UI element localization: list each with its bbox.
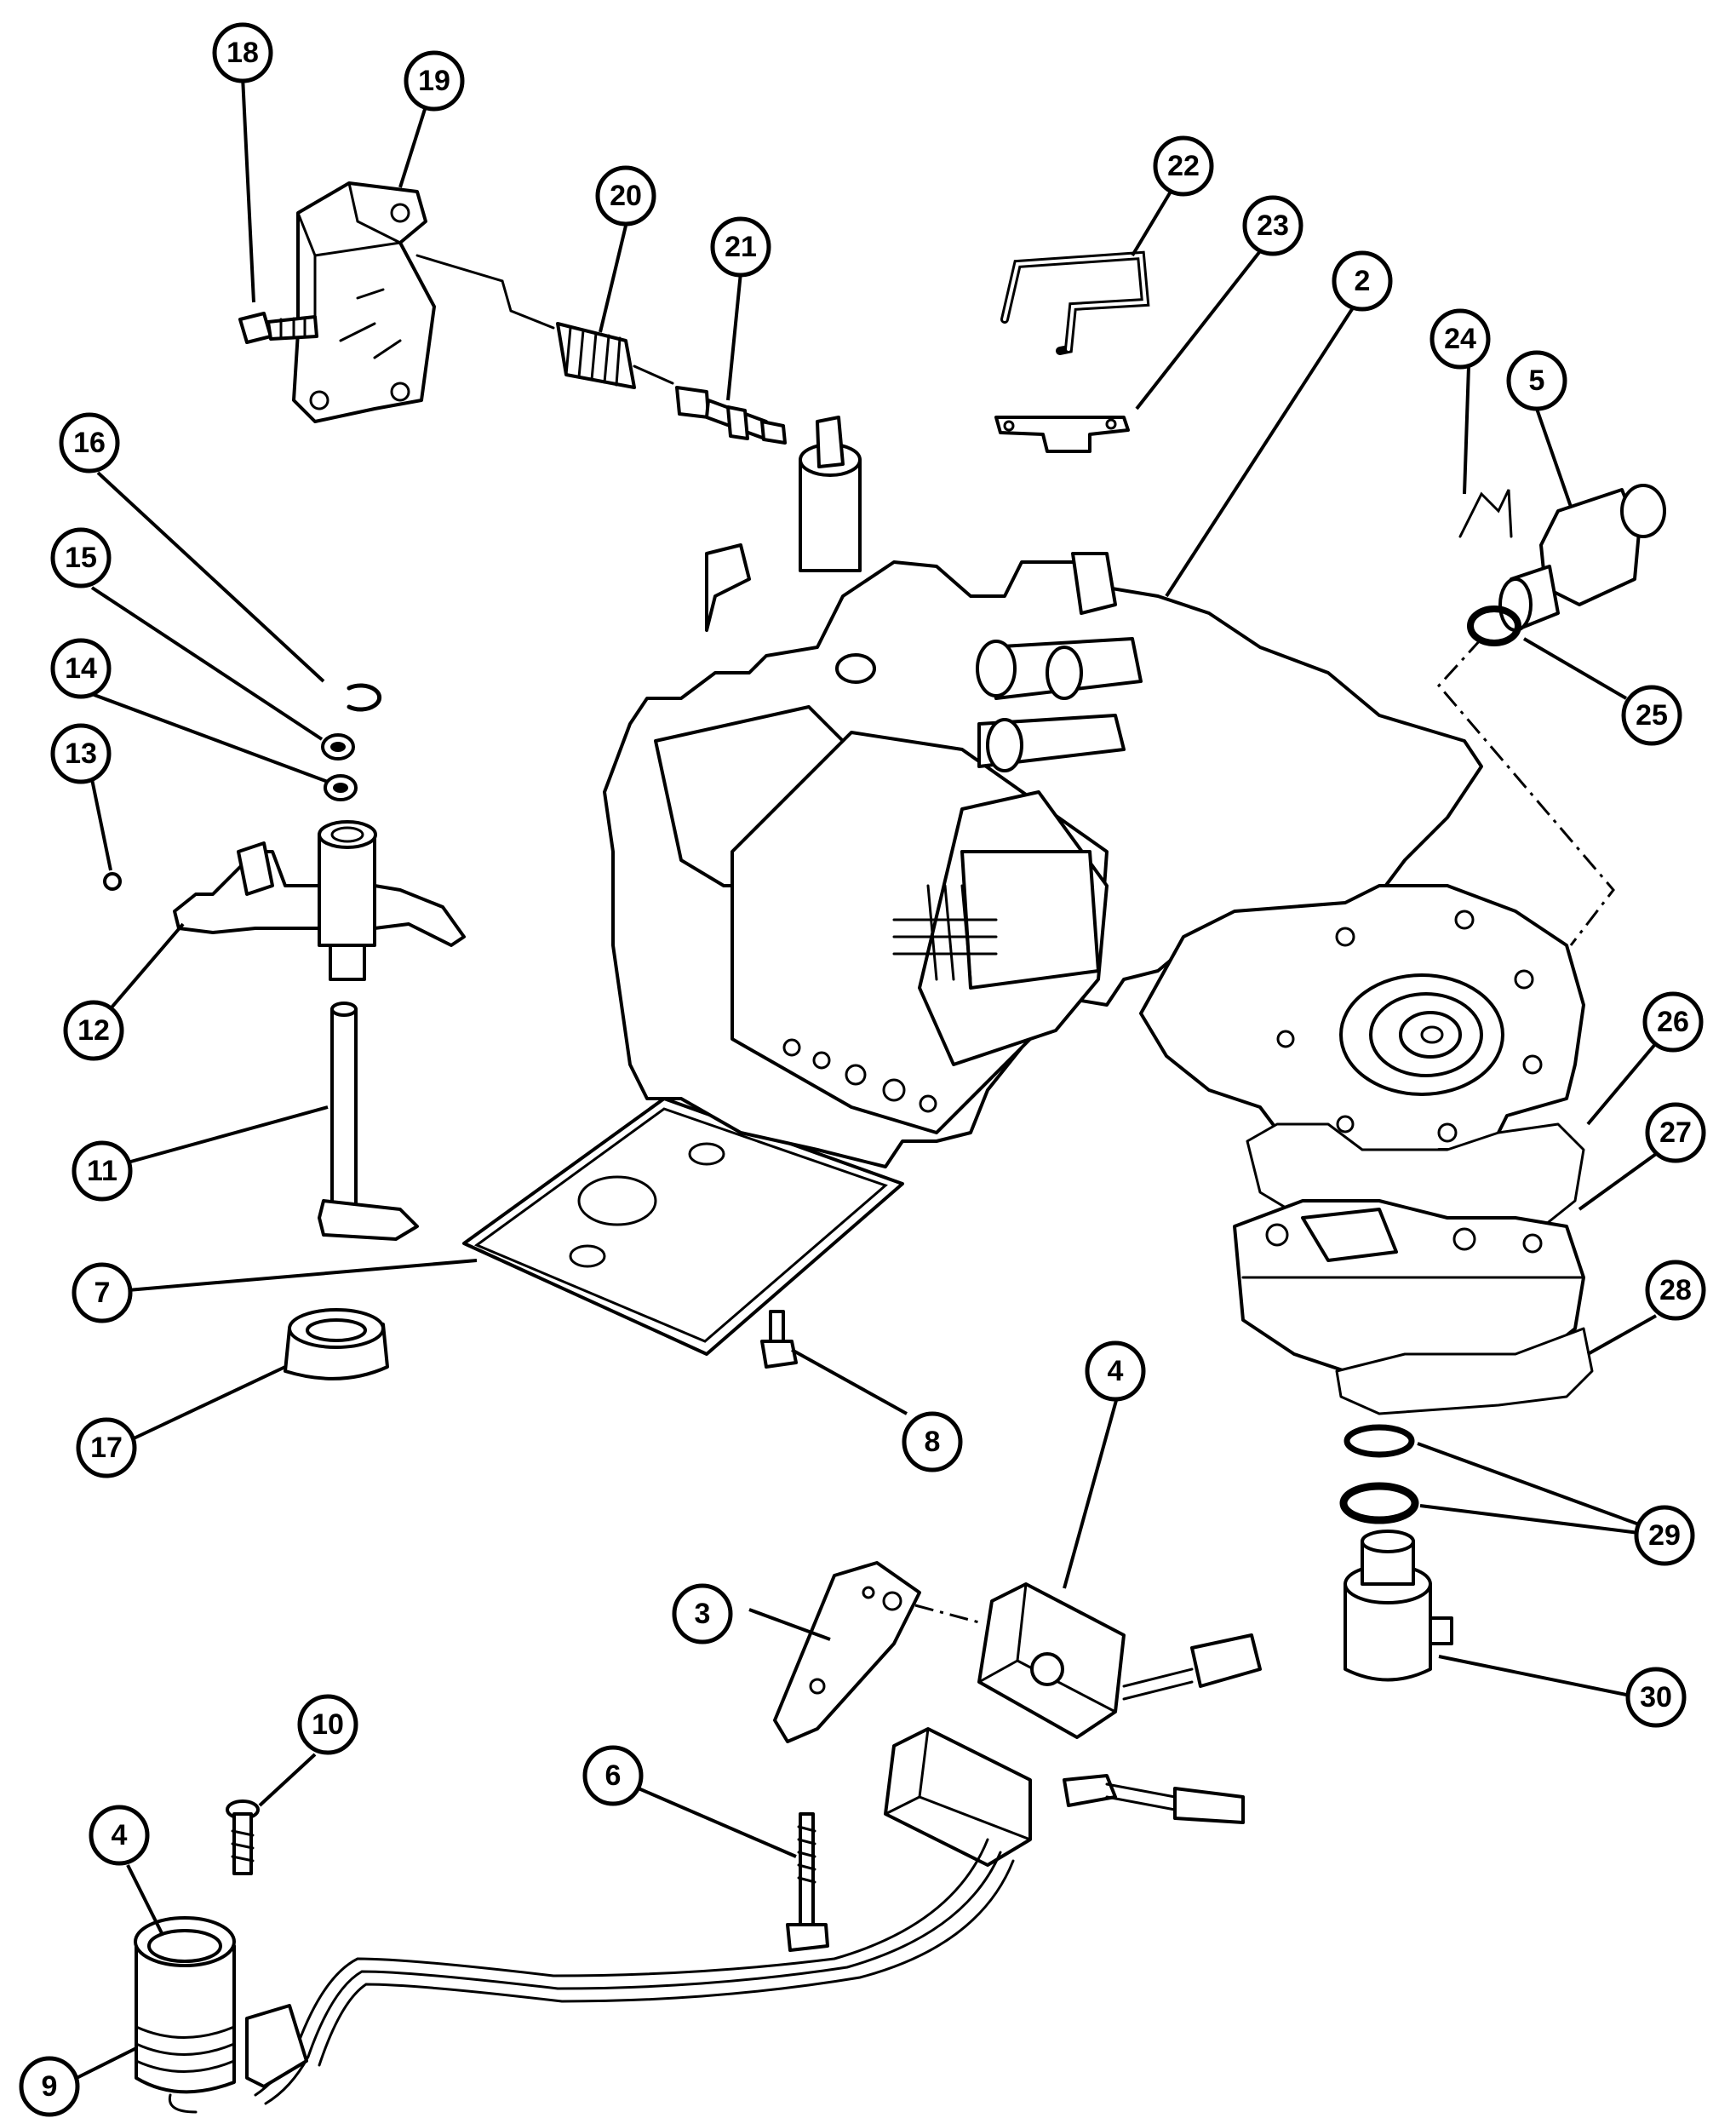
callout-9-label: 9 <box>42 2070 58 2103</box>
part-19-bracket <box>292 181 436 423</box>
callout-21-label: 21 <box>725 231 757 263</box>
part-20-spring <box>556 322 674 389</box>
callout-15-label: 15 <box>65 542 97 574</box>
callout-18: 18 <box>212 22 273 83</box>
part-12-manual-lever <box>173 820 466 981</box>
alignment-line-5 <box>1437 637 1615 946</box>
part-17-seal <box>284 1308 389 1380</box>
callout-25-label: 25 <box>1636 699 1668 732</box>
part-18-bolt <box>238 312 318 344</box>
callout-11: 11 <box>72 1140 133 1202</box>
callout-16: 16 <box>59 412 120 474</box>
callout-26-label: 26 <box>1657 1006 1689 1038</box>
callout-4-upper: 4 <box>1085 1340 1146 1402</box>
callout-2: 2 <box>1332 250 1393 312</box>
part-28-cover <box>1335 1327 1594 1415</box>
callout-30-label: 30 <box>1640 1681 1672 1713</box>
callout-9: 9 <box>19 2056 80 2117</box>
part-6-bolt <box>786 1812 829 1952</box>
callout-29-label: 29 <box>1648 1519 1681 1552</box>
callout-4-lower-label: 4 <box>112 1819 128 1851</box>
part-link-rod <box>415 254 555 330</box>
callout-27: 27 <box>1645 1102 1706 1163</box>
callout-3-label: 3 <box>695 1598 711 1630</box>
callout-5-label: 5 <box>1529 364 1545 397</box>
callout-27-label: 27 <box>1659 1116 1692 1149</box>
part-wiring-harness <box>254 1838 989 2097</box>
callout-4-upper-label: 4 <box>1108 1355 1124 1387</box>
callout-10-label: 10 <box>312 1708 344 1741</box>
part-29-o-ring-upper <box>1344 1424 1415 1458</box>
callout-13: 13 <box>50 723 112 784</box>
callout-29: 29 <box>1634 1505 1695 1566</box>
callout-14-label: 14 <box>65 652 97 685</box>
callout-18-label: 18 <box>226 37 259 69</box>
callout-21: 21 <box>710 216 771 278</box>
callout-23: 23 <box>1242 195 1303 256</box>
callout-7-label: 7 <box>95 1277 111 1309</box>
callout-8-label: 8 <box>925 1426 941 1458</box>
callout-12: 12 <box>63 1000 124 1061</box>
callout-16-label: 16 <box>73 427 106 459</box>
part-30-solenoid <box>1344 1530 1453 1682</box>
part-7-screen <box>462 1097 904 1356</box>
callout-2-label: 2 <box>1355 265 1371 297</box>
part-27-housing <box>1233 1199 1585 1377</box>
callout-5: 5 <box>1506 350 1567 411</box>
part-13-ball <box>103 872 122 891</box>
callout-14: 14 <box>50 638 112 699</box>
callout-12-label: 12 <box>77 1014 110 1047</box>
callout-30: 30 <box>1625 1667 1687 1728</box>
callout-4-lower: 4 <box>89 1805 150 1866</box>
callout-20-label: 20 <box>610 180 642 212</box>
part-9-sensor <box>134 1916 308 2114</box>
callout-28: 28 <box>1645 1260 1706 1321</box>
callout-24-label: 24 <box>1444 323 1476 355</box>
alignment-line-3 <box>914 1604 980 1624</box>
part-3-plate <box>773 1561 921 1743</box>
callout-22-label: 22 <box>1167 150 1200 182</box>
part-4-solenoid-lower <box>884 1727 1245 1867</box>
callout-10: 10 <box>297 1694 358 1755</box>
part-8-screw <box>760 1310 798 1369</box>
part-21-valve <box>675 386 787 445</box>
callout-11-label: 11 <box>87 1155 117 1187</box>
callout-8: 8 <box>902 1411 963 1472</box>
part-5-pressure-valve <box>1498 484 1666 632</box>
callout-13-label: 13 <box>65 738 97 770</box>
part-10-screw <box>226 1799 260 1875</box>
callout-25: 25 <box>1621 685 1682 746</box>
part-15-washer <box>321 733 355 761</box>
callout-20: 20 <box>595 165 656 227</box>
callout-3: 3 <box>672 1583 733 1644</box>
part-2-valve-body <box>603 416 1585 1177</box>
callout-17: 17 <box>76 1417 137 1478</box>
part-4-solenoid-upper <box>977 1582 1262 1739</box>
callout-19: 19 <box>404 50 465 112</box>
callout-24: 24 <box>1429 308 1491 370</box>
callout-7: 7 <box>72 1262 133 1323</box>
callout-6-label: 6 <box>605 1759 622 1792</box>
part-11-manual-shaft <box>318 1002 419 1241</box>
callout-23-label: 23 <box>1257 210 1289 242</box>
leader-lines <box>76 76 1658 2080</box>
part-16-snap-ring <box>347 683 382 712</box>
part-24-clip <box>1458 489 1513 538</box>
callout-22: 22 <box>1153 135 1214 197</box>
part-25-o-ring <box>1467 606 1521 646</box>
callout-26: 26 <box>1642 991 1704 1053</box>
callout-17-label: 17 <box>90 1432 123 1464</box>
callout-19-label: 19 <box>418 65 450 97</box>
part-14-washer <box>324 774 358 801</box>
callout-15: 15 <box>50 527 112 588</box>
callout-28-label: 28 <box>1659 1274 1692 1306</box>
part-29-o-ring-lower <box>1339 1482 1419 1524</box>
callout-6: 6 <box>582 1745 644 1806</box>
part-23-plate <box>994 416 1130 453</box>
